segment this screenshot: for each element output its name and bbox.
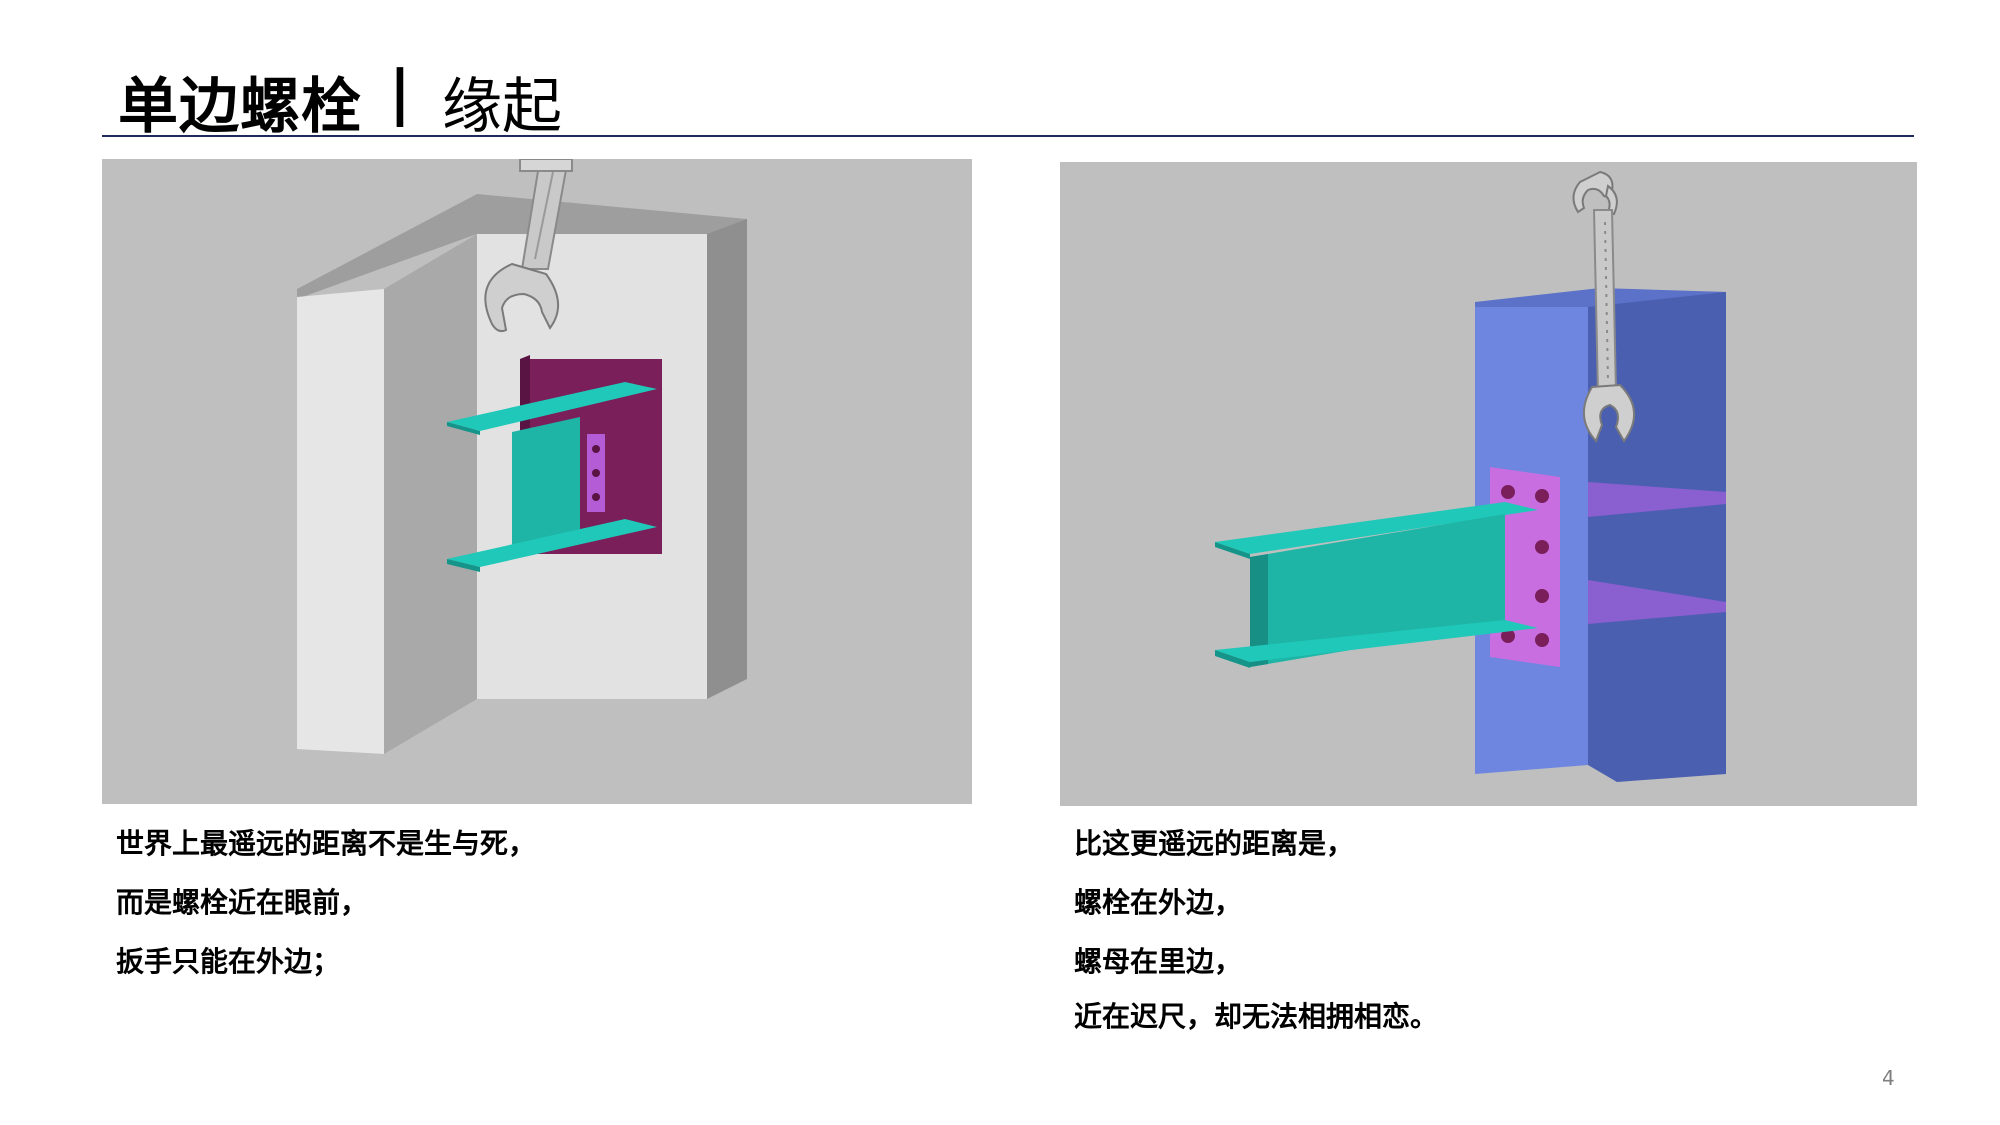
beam-flange-edge [1215,542,1250,559]
beam-flange-edge [447,422,480,435]
beam-web-edge [1250,554,1268,667]
caption-line: 螺母在里边， [1074,945,1243,978]
right-illustration [1060,162,1917,806]
caption-line: 比这更遥远的距离是， [1074,827,1355,860]
beam-top-flange [447,382,657,431]
left-illustration [102,159,972,804]
stiffener-plate-upper [1588,482,1726,517]
title-divider [102,135,1914,137]
bolt-hole [592,493,600,501]
column-beam-connection-figure [1215,170,1726,782]
wrench-icon [484,159,573,333]
connector-plate [1490,467,1560,667]
bolt-hole [1535,633,1549,647]
wall-top-face [297,194,747,299]
beam-bottom-flange [447,519,657,567]
wall-beam-connection-figure [297,159,747,754]
bolt-hole [1501,485,1515,499]
beam-flange-edge [447,559,480,572]
bolt-hole [1535,540,1549,554]
title-bar: 单边螺栓 | 缘起 [104,52,1924,142]
wrench-icon [1572,170,1636,443]
wall-inner-side [384,234,477,754]
bolt-hole [1535,589,1549,603]
caption-line: 扳手只能在外边； [116,945,341,978]
beam-top-flange [1215,502,1538,554]
right-caption: 比这更遥远的距离是， 螺栓在外边， 螺母在里边， 近在迟尺，却无法相拥相恋。 [1074,814,1438,1043]
slide-subtitle: 缘起 [442,72,562,142]
page-number: 4 [1882,1066,1895,1090]
beam-web [512,417,580,554]
left-caption: 世界上最遥远的距离不是生与死， 而是螺栓近在眼前， 扳手只能在外边； [116,814,536,991]
title-separator: | [389,58,411,128]
caption-line: 而是螺栓近在眼前， [116,886,369,919]
slide-title: 单边螺栓 [118,72,362,142]
bolt-hole [1501,629,1515,643]
bolt-hole [1535,489,1549,503]
stiffener-plate-lower [1588,580,1726,624]
wall-left-pillar [297,289,384,754]
bolt-hole [592,469,600,477]
caption-line: 世界上最遥远的距离不是生与死， [116,827,537,860]
caption-line: 螺栓在外边， [1074,886,1243,919]
bolt-hole [592,445,600,453]
wall-right-face [707,219,747,699]
beam-flange-edge [1215,650,1250,668]
caption-line: 近在迟尺，却无法相拥相恋。 [1074,1000,1439,1033]
beam-bottom-flange [1215,620,1538,662]
